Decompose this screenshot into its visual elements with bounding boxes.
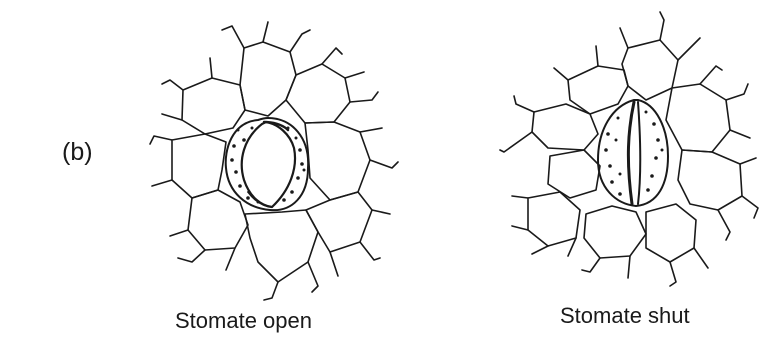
guard-cell-outer [598,100,668,206]
epidermal-cell [188,190,248,250]
epidermal-cell [305,122,370,200]
cell-wall-fragments-open [150,22,398,300]
epidermal-cell [528,192,580,246]
caption-stomate-shut: Stomate shut [560,303,690,329]
epidermal-cell [666,84,730,152]
epidermal-cell [182,78,245,134]
stomate-shut-illustration [500,12,758,286]
stomate-open-illustration [150,22,398,300]
epidermal-cell [532,104,598,150]
epidermal-cell [678,150,742,210]
epidermal-cell [548,150,600,198]
epidermal-cell [584,206,646,258]
chloroplasts-shut [604,111,663,196]
closed-pore-slit [638,102,640,204]
epidermal-cell [172,134,226,198]
epidermal-cell [646,204,696,262]
epidermal-cell [240,42,296,116]
epidermal-cells-open [172,42,372,282]
epidermal-cell [245,210,318,282]
epidermal-cell [306,192,372,252]
closed-pore-slit [628,102,634,204]
guard-cells-shut [598,100,668,206]
caption-stomate-open: Stomate open [175,308,312,334]
epidermal-cell [622,40,678,100]
guard-cells-open [226,118,308,210]
